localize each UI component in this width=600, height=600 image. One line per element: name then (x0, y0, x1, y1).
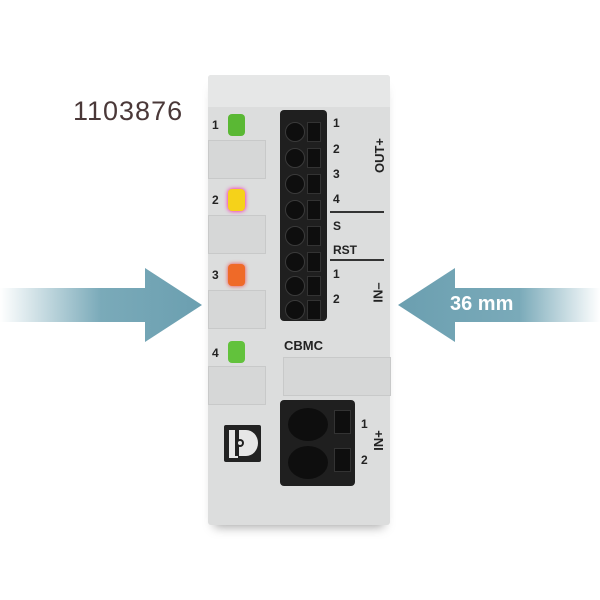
out-plus-label: OUT+ (372, 137, 388, 174)
led-label: 1 (212, 118, 219, 132)
led-indicator-3 (228, 264, 245, 286)
label-panel (208, 140, 266, 179)
input-terminal-block[interactable] (280, 400, 355, 486)
terminal-label: RST (333, 243, 357, 257)
model-label: CBMC (284, 338, 323, 353)
terminal-label: 4 (333, 192, 340, 206)
in-minus-label: IN– (370, 282, 386, 303)
label-panel (208, 366, 266, 405)
in-plus-label: IN+ (370, 430, 386, 451)
product-number: 1103876 (73, 96, 184, 126)
led-indicator-2 (228, 189, 245, 211)
right-arrow-icon (398, 268, 600, 342)
output-terminal-block[interactable] (280, 110, 327, 321)
input-terminal-label: 1 (361, 417, 368, 431)
device-top (208, 75, 390, 107)
label-panel (208, 290, 266, 329)
terminal-label: 2 (333, 142, 340, 156)
terminal-label: S (333, 219, 342, 233)
terminal-label: 1 (333, 116, 340, 130)
led-label: 3 (212, 268, 219, 282)
input-terminal-label: 2 (361, 453, 368, 467)
led-indicator-1 (228, 114, 245, 136)
label-panel (208, 215, 266, 254)
terminal-label: 1 (333, 267, 340, 281)
terminal-label: 2 (333, 292, 340, 306)
divider (330, 259, 384, 261)
led-indicator-4 (228, 341, 245, 363)
terminal-label: 3 (333, 167, 340, 181)
divider (330, 211, 384, 213)
led-label: 2 (212, 193, 219, 207)
label-panel (283, 357, 391, 396)
left-arrow-icon (0, 268, 202, 342)
led-label: 4 (212, 346, 219, 360)
phoenix-contact-logo-icon (224, 425, 261, 462)
dimension-label: 36 mm (450, 293, 514, 315)
